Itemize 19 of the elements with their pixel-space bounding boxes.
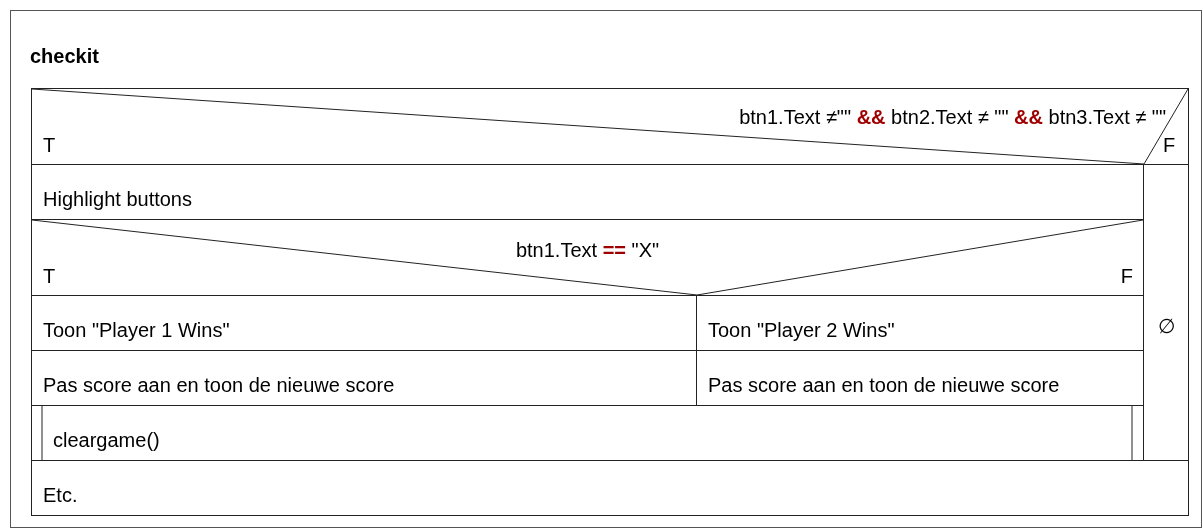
branch-label: F xyxy=(1120,265,1133,287)
condition-text: btn1.Text == "X" xyxy=(514,239,661,261)
decision-block xyxy=(31,219,1144,296)
statement-text: Etc. xyxy=(43,484,78,506)
statement-text: Pas score aan en toon de nieuwe score xyxy=(43,374,395,396)
decision-block xyxy=(31,88,1189,165)
structogram-frame xyxy=(10,10,1202,528)
condition-text: btn1.Text ≠"" && btn2.Text ≠ "" && btn3.Text ≠ "" xyxy=(739,106,1166,128)
branch-label: F xyxy=(1163,134,1176,156)
statement-text: cleargame() xyxy=(53,429,160,451)
branch-label: T xyxy=(43,134,56,156)
statement-text: Toon "Player 2 Wins" xyxy=(708,319,895,341)
process-block xyxy=(31,460,1189,516)
block-title: checkit xyxy=(30,45,99,67)
statement-text: Highlight buttons xyxy=(43,188,192,210)
statement-text: Toon "Player 1 Wins" xyxy=(43,319,230,341)
statement-text: Pas score aan en toon de nieuwe score xyxy=(708,374,1060,396)
empty-set-symbol: ∅ xyxy=(1156,315,1176,337)
branch-label: T xyxy=(43,265,56,287)
